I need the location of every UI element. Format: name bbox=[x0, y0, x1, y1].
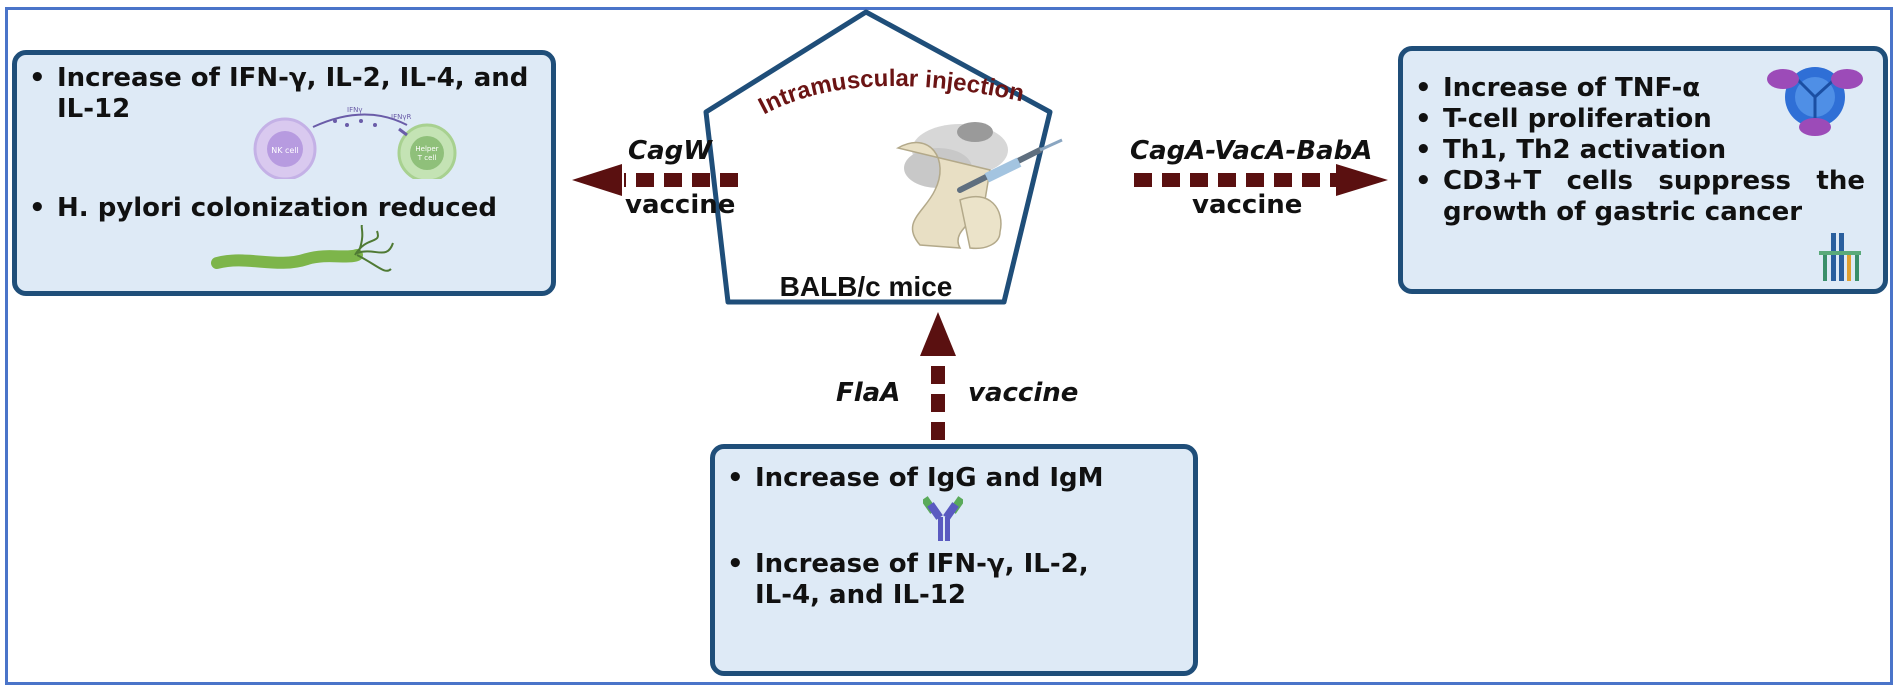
svg-text:IFNγR: IFNγR bbox=[391, 113, 411, 121]
bottom-arrow-vaccine-word: vaccine bbox=[968, 378, 1079, 408]
svg-text:Helper: Helper bbox=[415, 145, 438, 153]
left-arrow-vaccine-word: vaccine bbox=[625, 190, 736, 220]
bottom-item-cytokines: Increase of IFN-γ, IL-2, IL-4, and IL-12 bbox=[715, 549, 1093, 611]
bacterium-icon bbox=[211, 225, 394, 272]
tnf-protein-icon bbox=[1767, 67, 1863, 136]
receptor-icon bbox=[1819, 233, 1861, 281]
svg-text:NK cell: NK cell bbox=[271, 146, 299, 155]
left-arrow-vaccine-name: CagW bbox=[628, 136, 712, 166]
bottom-item-igg-igm: Increase of IgG and IgM bbox=[715, 463, 1193, 494]
left-arrow bbox=[572, 164, 738, 196]
svg-text:T cell: T cell bbox=[417, 154, 437, 162]
mice-label: BALB/c mice bbox=[780, 271, 953, 302]
right-item-proliferation: T-cell proliferation bbox=[1403, 104, 1865, 135]
right-arrow-vaccine-word: vaccine bbox=[1192, 190, 1303, 220]
svg-text:IFNγ: IFNγ bbox=[347, 106, 362, 114]
center-pentagon bbox=[703, 9, 1053, 305]
left-item-cytokines: Increase of IFN-γ, IL-2, IL-4, and IL-12 bbox=[17, 63, 551, 125]
right-item-cd3: CD3+T cells suppress the growth of gastr… bbox=[1403, 166, 1865, 228]
right-effects-box: Increase of TNF-α T-cell proliferation T… bbox=[1398, 46, 1888, 294]
right-arrow-vaccine-name: CagA-VacA-BabA bbox=[1130, 136, 1373, 166]
mouse-injection-illustration bbox=[895, 122, 1063, 250]
cell-interaction-icon: NK cell Helper T cell IFNγ IFNγR bbox=[253, 106, 457, 179]
diagram-frame bbox=[5, 7, 1893, 685]
right-item-activation: Th1, Th2 activation bbox=[1403, 135, 1865, 166]
bottom-arrow bbox=[920, 312, 956, 440]
left-item-colonization: H. pylori colonization reduced bbox=[17, 193, 551, 224]
antibody-icon bbox=[923, 496, 963, 541]
right-arrow bbox=[1134, 164, 1388, 196]
left-effects-box: Increase of IFN-γ, IL-2, IL-4, and IL-12… bbox=[12, 50, 556, 296]
right-item-tnf: Increase of TNF-α bbox=[1403, 73, 1865, 104]
bottom-arrow-vaccine-name: FlaA bbox=[836, 378, 901, 408]
bottom-effects-box: Increase of IgG and IgM Increase of IFN-… bbox=[710, 444, 1198, 676]
